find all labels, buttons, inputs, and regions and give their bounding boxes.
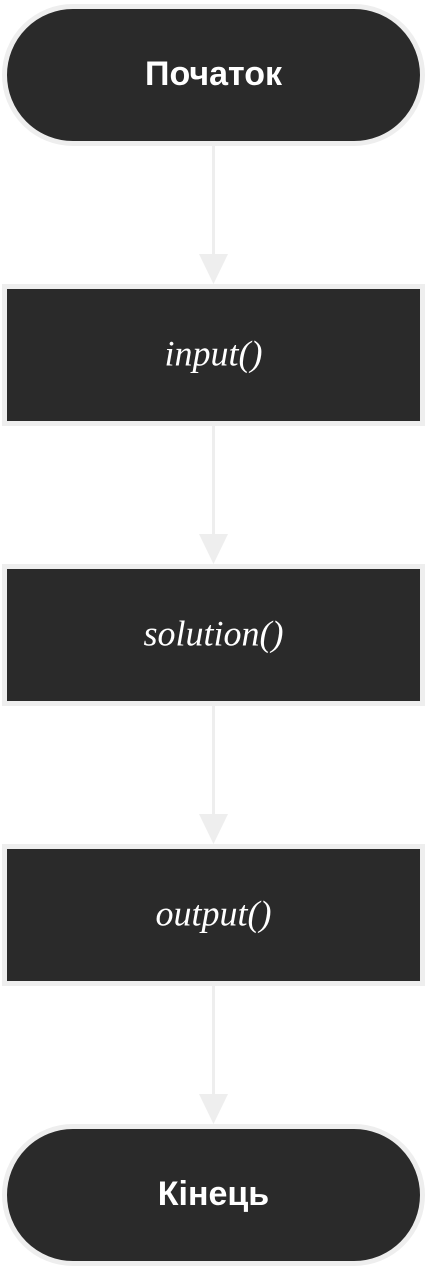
connector-output-to-end: [199, 985, 228, 1124]
process-step-shape: [2, 844, 425, 986]
start-terminal: Початок: [2, 4, 425, 146]
process-step-input: input(): [2, 284, 425, 426]
arrowhead-icon: [199, 814, 228, 844]
end-terminal-label: Кінець: [158, 1175, 269, 1213]
arrowhead-icon: [199, 1094, 228, 1124]
arrowhead-icon: [199, 534, 228, 564]
process-step-shape: [2, 284, 425, 426]
connector-start-to-input: [199, 145, 228, 284]
connector-input-to-solution: [199, 425, 228, 564]
process-step-output: output(): [2, 844, 425, 986]
process-step-solution: solution(): [2, 564, 425, 706]
connector-solution-to-output: [199, 705, 228, 844]
process-step-shape: [2, 564, 425, 706]
process-step-label: output(): [156, 893, 272, 933]
start-terminal-shape: [2, 4, 425, 146]
start-terminal-label: Початок: [145, 55, 283, 93]
process-step-label: input(): [165, 333, 263, 373]
arrowhead-icon: [199, 254, 228, 284]
end-terminal-shape: [2, 1124, 425, 1266]
end-terminal: Кінець: [2, 1124, 425, 1266]
process-step-label: solution(): [144, 613, 284, 653]
